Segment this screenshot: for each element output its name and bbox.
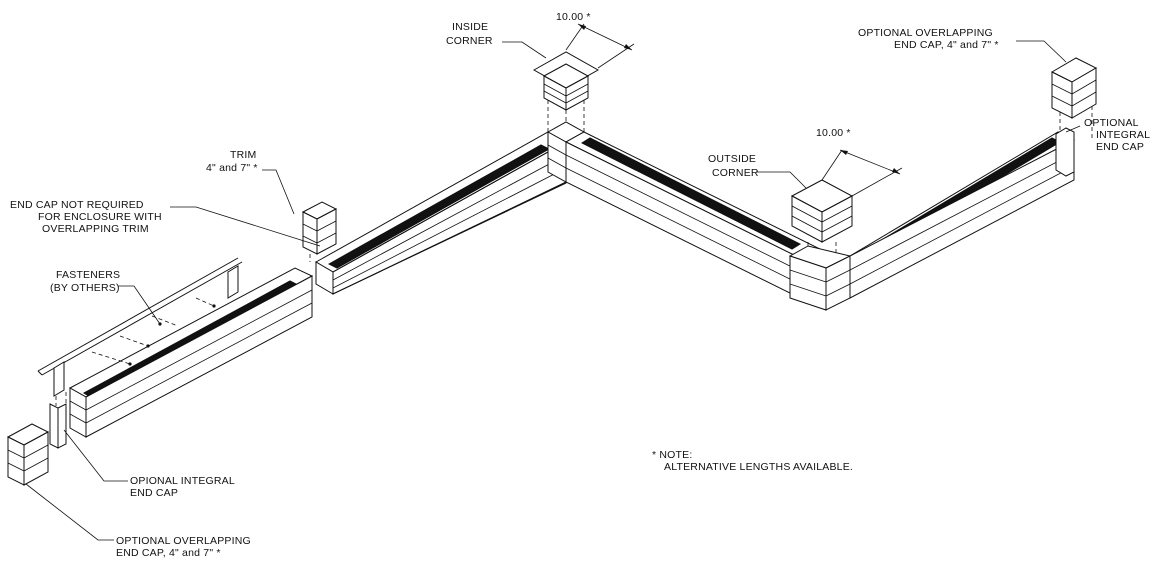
fasteners-label-1: FASTENERS: [56, 269, 120, 281]
right-enclosure: [848, 127, 1076, 299]
trim-piece: [301, 201, 338, 262]
overlapping-end-cap-left: [6, 423, 50, 486]
opional-integral-label-1: OPIONAL INTEGRAL: [130, 475, 235, 487]
dimension-inside: [565, 23, 635, 69]
dim-outside-label: 10.00 *: [816, 127, 851, 139]
opt-integral-right-label-3: END CAP: [1096, 141, 1144, 153]
leader-lines: [25, 40, 1081, 541]
middle-left-enclosure: [314, 131, 568, 295]
outside-corner-label-1: OUTSIDE: [708, 153, 756, 165]
trim-label-2: 4" and 7" *: [206, 162, 258, 174]
endcap-not-required-label-1: END CAP NOT REQUIRED: [10, 199, 144, 211]
opt-integral-right-label-2: INTEGRAL: [1096, 129, 1150, 141]
opional-integral-label-2: END CAP: [130, 487, 178, 499]
overlapping-end-cap-right: [1050, 57, 1098, 140]
mounting-bracket: [37, 257, 243, 397]
integral-end-cap-left: [49, 392, 67, 449]
note-label-1: * NOTE:: [652, 449, 693, 461]
dimension-outside: [821, 149, 903, 197]
dim-inside-label: 10.00 *: [556, 11, 591, 23]
opt-integral-right-label-1: OPTIONAL: [1084, 117, 1139, 129]
endcap-not-required-label-2: FOR ENCLOSURE WITH: [38, 211, 162, 223]
inside-corner-label-2: CORNER: [446, 35, 493, 47]
inside-corner-label-1: INSIDE: [452, 21, 488, 33]
trim-label-1: TRIM: [230, 149, 256, 161]
opt-overlap-top-label-2: END CAP, 4" and 7" *: [894, 39, 999, 51]
endcap-not-required-label-3: OVERLAPPING TRIM: [42, 223, 149, 235]
opt-overlap-bottom-label-1: OPTIONAL OVERLAPPING: [116, 535, 251, 547]
opt-overlap-bottom-label-2: END CAP, 4" and 7" *: [116, 547, 221, 559]
outside-corner-label-2: CORNER: [712, 167, 759, 179]
central-enclosure: [564, 131, 828, 303]
outside-corner-piece: [788, 179, 854, 311]
opt-overlap-top-label-1: OPTIONAL OVERLAPPING: [858, 27, 993, 39]
fasteners-label-2: (BY OTHERS): [50, 282, 120, 294]
inside-corner-piece: [532, 51, 600, 183]
note-label-2: ALTERNATIVE LENGTHS AVAILABLE.: [664, 461, 853, 473]
